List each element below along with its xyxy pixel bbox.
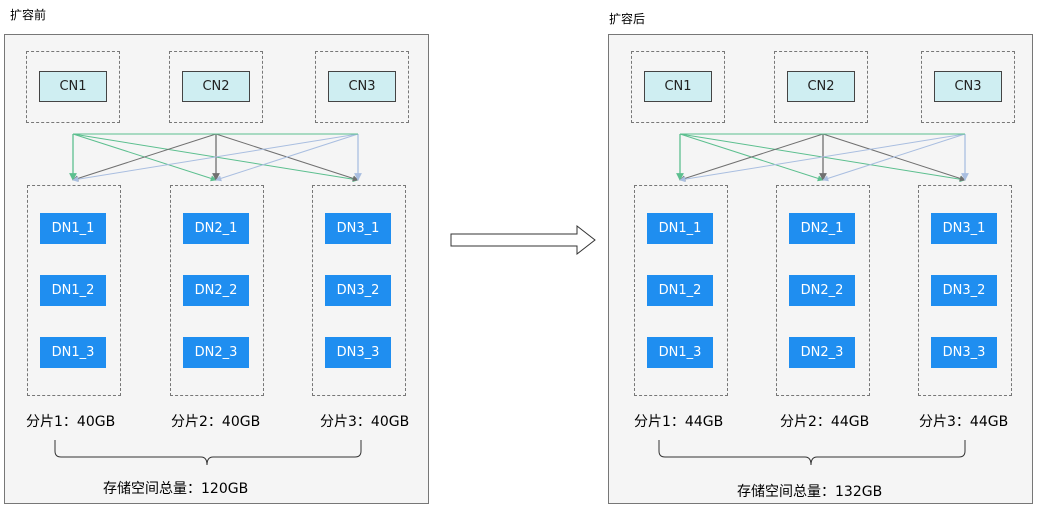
after-title: 扩容后 bbox=[609, 12, 646, 26]
dn-node: DN2_3 bbox=[789, 337, 855, 368]
dn-group-1: DN1_1 DN1_2 DN1_3 bbox=[27, 185, 121, 396]
dn-node: DN1_3 bbox=[647, 337, 713, 368]
cn-group-3: CN3 bbox=[315, 51, 409, 123]
dn-node: DN2_1 bbox=[789, 213, 855, 244]
dn-node: DN1_2 bbox=[40, 275, 106, 306]
before-panel: CN1 CN2 CN3 DN1_1 DN1_2 DN1_3 DN2_1 DN2_… bbox=[4, 34, 429, 504]
storage-brace bbox=[54, 440, 362, 466]
cn-group-2: CN2 bbox=[169, 51, 263, 123]
shard-label-1: 分片1：40GB bbox=[26, 414, 116, 430]
dn-node: DN2_3 bbox=[183, 337, 249, 368]
cn-node: CN1 bbox=[39, 71, 107, 102]
dn-node: DN3_2 bbox=[325, 275, 391, 306]
total-storage-label: 存储空间总量：132GB bbox=[737, 484, 883, 500]
dn-node: DN1_1 bbox=[647, 213, 713, 244]
cn-group-2: CN2 bbox=[774, 51, 868, 123]
dn-group-3: DN3_1 DN3_2 DN3_3 bbox=[918, 185, 1012, 396]
dn-node: DN3_3 bbox=[325, 337, 391, 368]
shard-label-2: 分片2：40GB bbox=[171, 414, 261, 430]
cn-group-1: CN1 bbox=[26, 51, 120, 123]
cn-group-3: CN3 bbox=[921, 51, 1015, 123]
right-arrow-icon bbox=[450, 224, 596, 256]
dn-node: DN1_2 bbox=[647, 275, 713, 306]
after-connection-lines bbox=[658, 133, 969, 466]
dn-group-1: DN1_1 DN1_2 DN1_3 bbox=[634, 185, 728, 396]
dn-node: DN1_3 bbox=[40, 337, 106, 368]
shard-label-2: 分片2：44GB bbox=[780, 414, 870, 430]
shard-label-3: 分片3：44GB bbox=[919, 414, 1009, 430]
dn-node: DN3_1 bbox=[325, 213, 391, 244]
shard-label-1: 分片1：44GB bbox=[634, 414, 724, 430]
cn-node: CN3 bbox=[328, 71, 396, 102]
shard-label-3: 分片3：40GB bbox=[320, 414, 410, 430]
cn-node: CN1 bbox=[644, 71, 712, 102]
after-panel: CN1 CN2 CN3 DN1_1 DN1_2 DN1_3 DN2_1 DN2_… bbox=[608, 34, 1033, 504]
dn-node: DN2_2 bbox=[183, 275, 249, 306]
dn-node: DN1_1 bbox=[40, 213, 106, 244]
dn-group-3: DN3_1 DN3_2 DN3_3 bbox=[312, 185, 406, 396]
dn-node: DN3_2 bbox=[931, 275, 997, 306]
dn-node: DN3_3 bbox=[931, 337, 997, 368]
dn-node: DN3_1 bbox=[931, 213, 997, 244]
storage-brace bbox=[658, 440, 966, 466]
dn-group-2: DN2_1 DN2_2 DN2_3 bbox=[170, 185, 264, 396]
dn-group-2: DN2_1 DN2_2 DN2_3 bbox=[776, 185, 870, 396]
dn-node: DN2_2 bbox=[789, 275, 855, 306]
cn-node: CN2 bbox=[787, 71, 855, 102]
before-connection-lines bbox=[54, 133, 362, 466]
total-storage-label: 存储空间总量：120GB bbox=[103, 481, 249, 497]
cn-group-1: CN1 bbox=[631, 51, 725, 123]
dn-node: DN2_1 bbox=[183, 213, 249, 244]
before-title: 扩容前 bbox=[10, 8, 47, 22]
cn-node: CN3 bbox=[934, 71, 1002, 102]
cn-node: CN2 bbox=[182, 71, 250, 102]
